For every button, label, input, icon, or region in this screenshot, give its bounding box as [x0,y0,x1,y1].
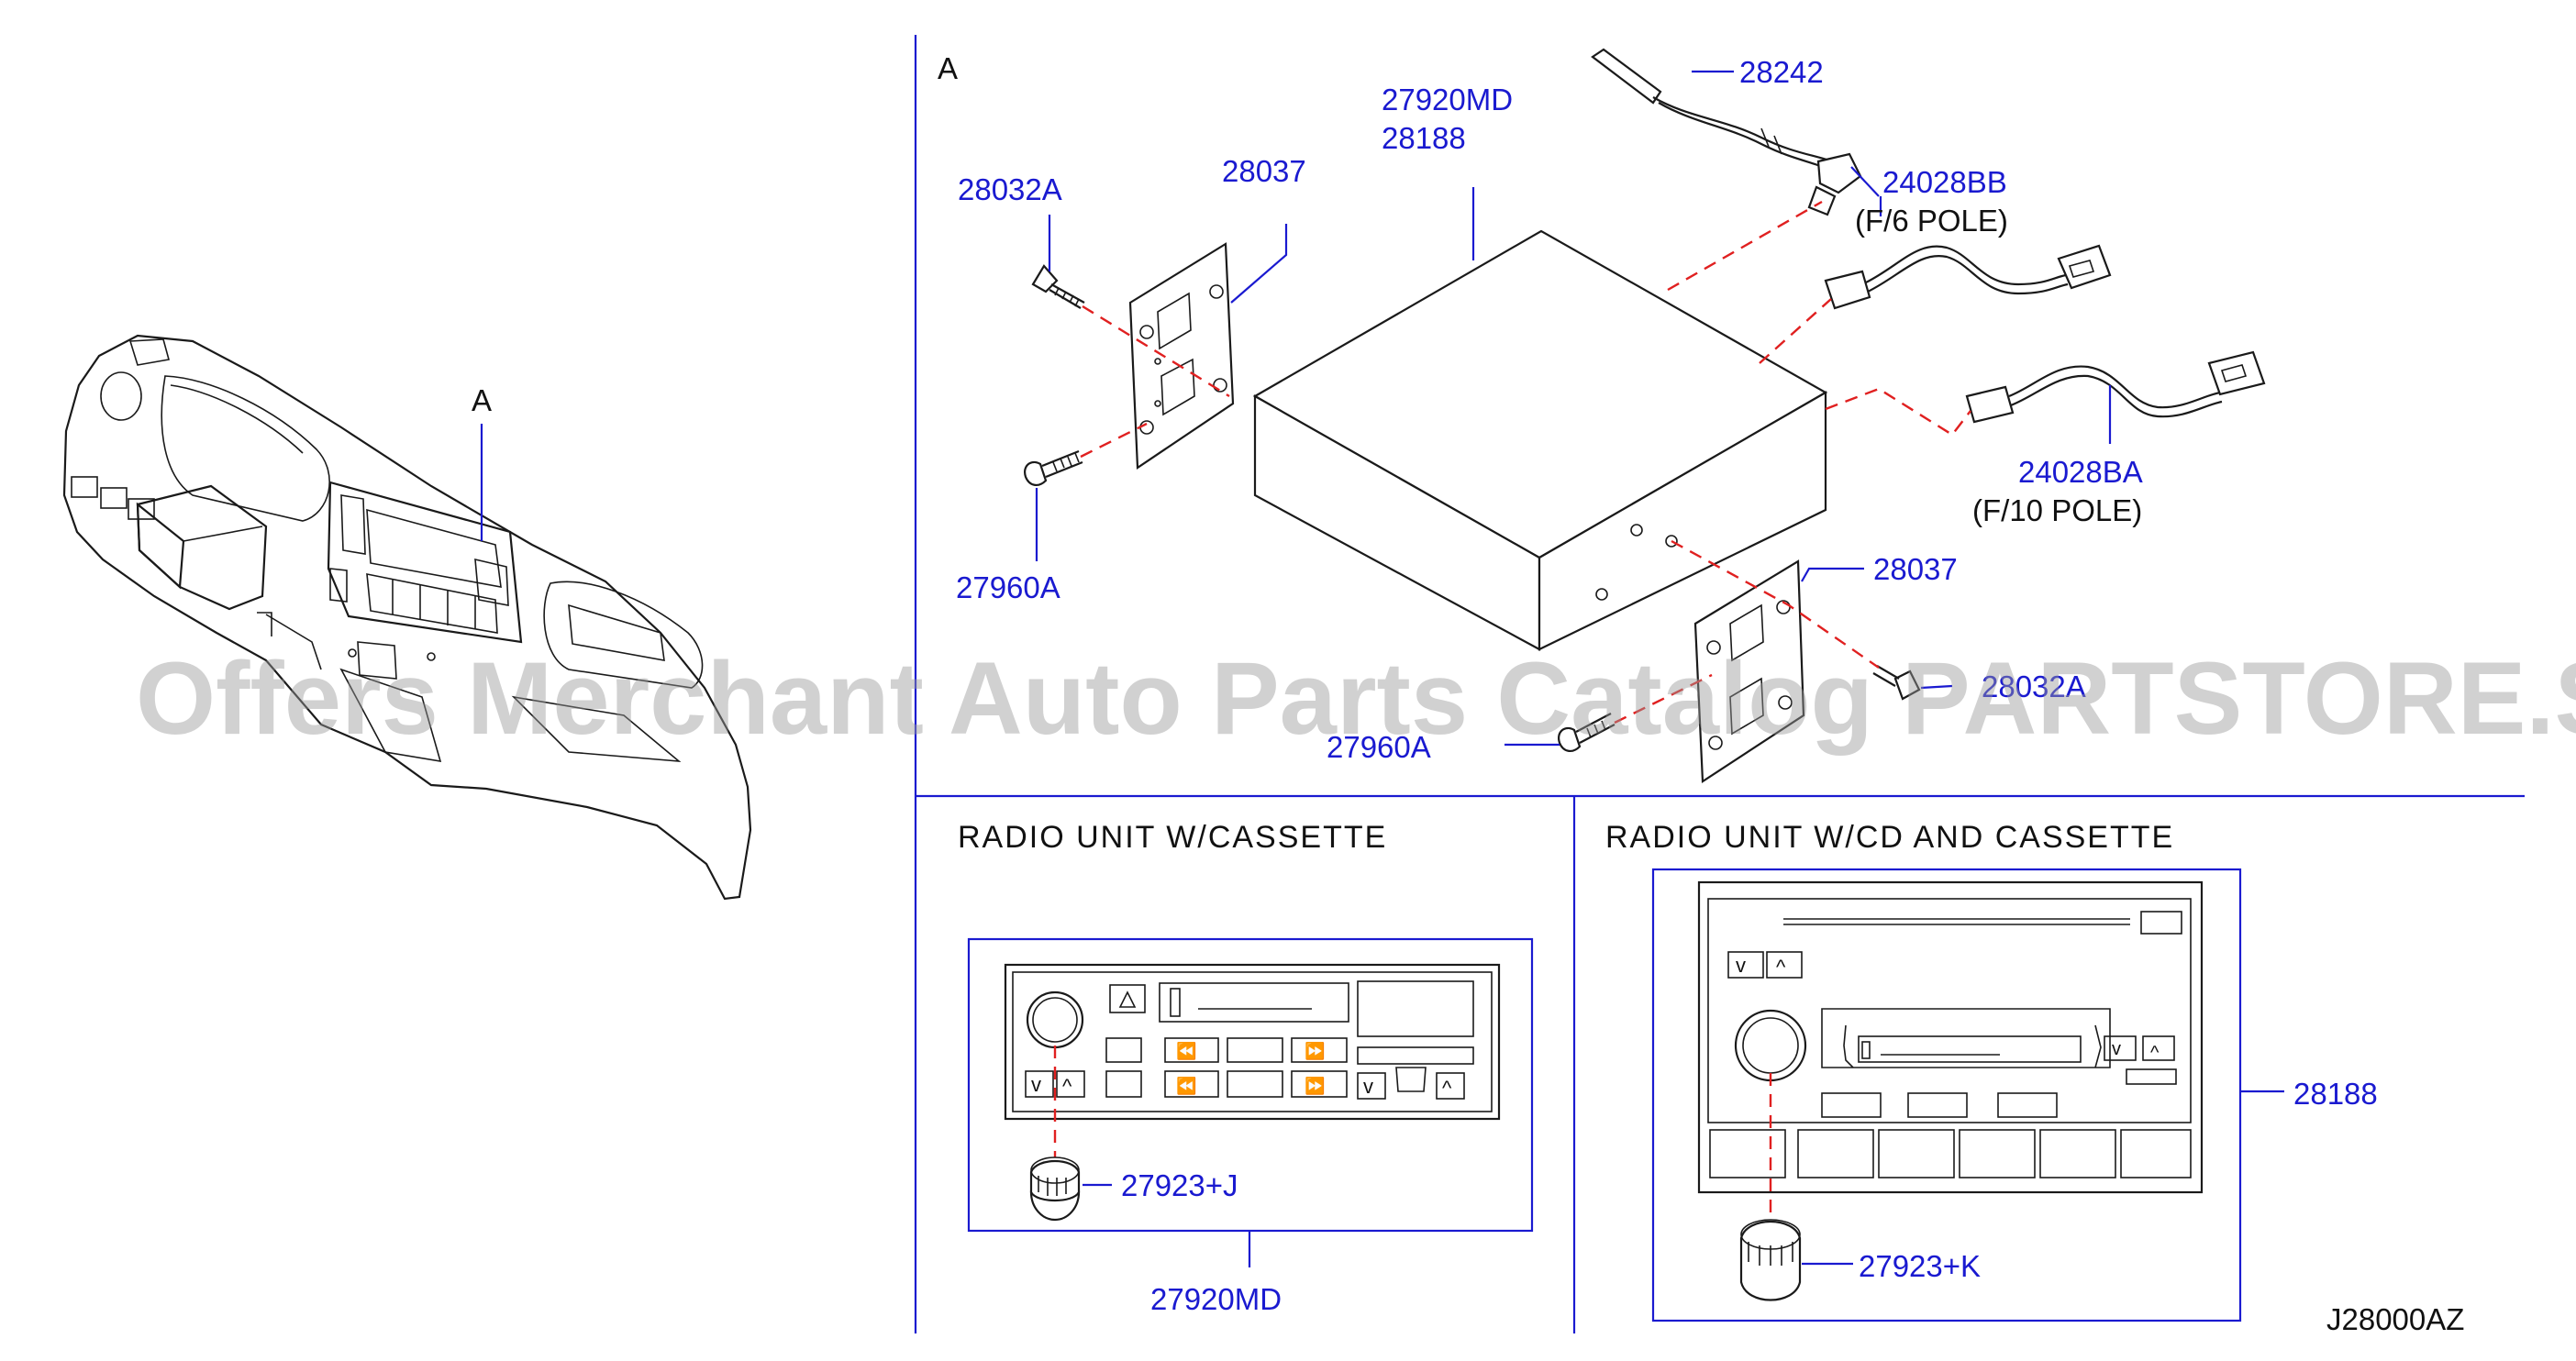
harness-24028BB [1824,244,2112,310]
part-number-27960A-right[interactable]: 27960A [1327,730,1431,764]
right-bracket [1693,559,1805,783]
knob-27923K [1739,1219,1802,1301]
part-number-27960A-left[interactable]: 27960A [956,570,1060,604]
part-number-28032A-left[interactable]: 28032A [958,172,1062,206]
part-number-24028BB[interactable]: 24028BB [1882,165,2007,199]
rewind-icon-2: ⏪ [1176,1076,1196,1095]
panel-title-cd-cassette: RADIO UNIT W/CD AND CASSETTE [1605,820,2174,855]
part-note-24028BB: (F/6 POLE) [1855,204,2008,238]
left-bracket [1128,242,1235,470]
screw-28032A-right [1872,665,1921,701]
panel-title-cassette: RADIO UNIT W/CASSETTE [958,820,1387,855]
panel-radio-cd-cassette: RADIO UNIT W/CD AND CASSETTE v ^ v [1605,820,2378,1322]
down-chevron-icon: v [1031,1073,1041,1096]
watermark: Offers Merchant Auto Parts Catalog PARTS… [136,641,2576,756]
part-number-28037-right[interactable]: 28037 [1873,552,1958,586]
down-chevron-icon-2: v [1363,1075,1373,1098]
part-number-28242[interactable]: 28242 [1739,55,1824,89]
cd-down-chevron-icon-2: v [2112,1039,2121,1059]
dashboard-illustration: A [62,334,752,901]
part-number-24028BA[interactable]: 24028BA [2018,455,2143,489]
panel-radio-cassette: RADIO UNIT W/CASSETTE ⏪ ⏩ v ^ [958,820,1534,1316]
screw-28032A-left [1031,264,1085,309]
cd-up-chevron-icon-2: ^ [2150,1043,2160,1063]
part-note-24028BA: (F/10 POLE) [1972,493,2142,527]
part-number-27923J[interactable]: 27923+J [1121,1168,1238,1202]
exploded-view: 28242 27920MD 28188 24028BB (F/6 POLE) 2… [956,48,2266,783]
fast-forward-icon: ⏩ [1305,1041,1325,1060]
knob-27923J [1029,1156,1081,1222]
dashboard-label: A [472,383,492,417]
cd-down-chevron-icon: v [1736,954,1746,977]
cassette-radio-faceplate: ⏪ ⏩ v ^ ⏪ ⏩ v ^ [1004,963,1501,1121]
fast-forward-icon-2: ⏩ [1305,1076,1325,1095]
part-number-28188-bottom[interactable]: 28188 [2293,1077,2378,1111]
antenna-cable [1591,48,1862,216]
cd-radio-faceplate: v ^ v ^ [1697,880,2204,1194]
harness-24028BA [1965,350,2266,424]
radio-unit-box [1252,229,1828,651]
rewind-icon: ⏪ [1176,1041,1196,1060]
part-number-27920MD-bottom[interactable]: 27920MD [1150,1282,1282,1316]
screw-27960A-left [1024,449,1083,486]
part-number-28032A-right[interactable]: 28032A [1982,669,2086,703]
screw-27960A-right [1558,713,1616,752]
part-number-27923K[interactable]: 27923+K [1859,1249,1981,1283]
cd-up-chevron-icon: ^ [1776,956,1786,979]
callout-leaders [1035,70,2112,747]
part-number-27920MD-top[interactable]: 27920MD [1382,83,1513,116]
up-chevron-icon-2: ^ [1442,1077,1452,1100]
part-number-28037-left[interactable]: 28037 [1222,154,1306,188]
layout-frame-lines [914,35,2525,1333]
up-chevron-icon: ^ [1062,1075,1072,1098]
diagram-code: J28000AZ [2326,1302,2464,1336]
part-number-28188-top[interactable]: 28188 [1382,121,1466,155]
assembly-dashed-leaders [1080,200,1971,725]
section-label: A [938,51,958,85]
